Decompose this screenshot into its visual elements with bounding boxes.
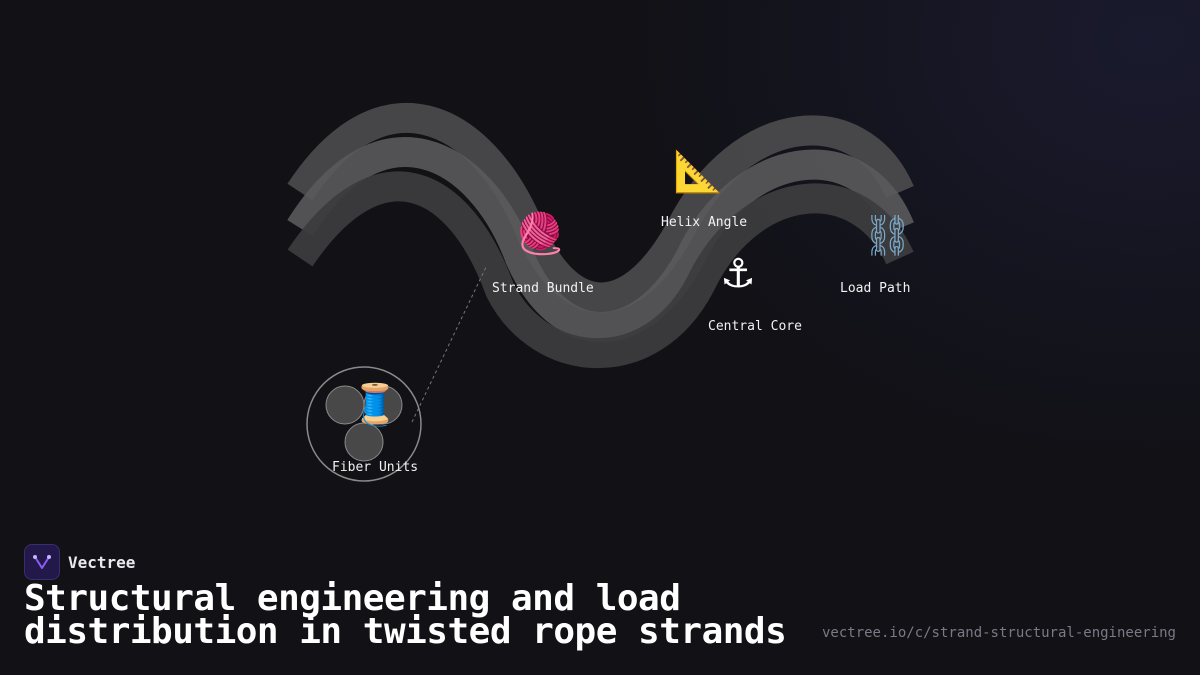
anchor-icon: ⚓	[720, 251, 756, 297]
node-label-helix-angle: Helix Angle	[661, 215, 748, 230]
rope-strand-outer	[287, 103, 914, 313]
chains-icon: ⛓	[862, 213, 913, 259]
fiber-unit-right	[363, 385, 403, 425]
spool-of-thread-icon: 🧵	[350, 382, 400, 428]
vectree-logo-icon	[24, 544, 60, 580]
fiber-unit-bottom	[344, 422, 384, 462]
rope-strand-middle	[287, 137, 914, 342]
node-label-central-core: Central Core	[708, 319, 802, 334]
node-label-load-path: Load Path	[840, 281, 911, 296]
rope-strand-inner	[287, 171, 914, 369]
fiber-units-boundary	[306, 366, 422, 482]
node-label-strand-bundle: Strand Bundle	[492, 281, 594, 296]
page-title: Structural engineering and load distribu…	[24, 578, 787, 652]
node-label-fiber-units: Fiber Units	[332, 460, 419, 475]
source-url: vectree.io/c/strand-structural-engineeri…	[821, 625, 1176, 641]
triangular-ruler-icon: 📐	[673, 149, 723, 195]
fiber-connector-line	[411, 264, 488, 423]
brand-name: Vectree	[68, 552, 136, 572]
brand: Vectree	[24, 544, 135, 580]
yarn-icon: 🧶	[515, 211, 565, 257]
